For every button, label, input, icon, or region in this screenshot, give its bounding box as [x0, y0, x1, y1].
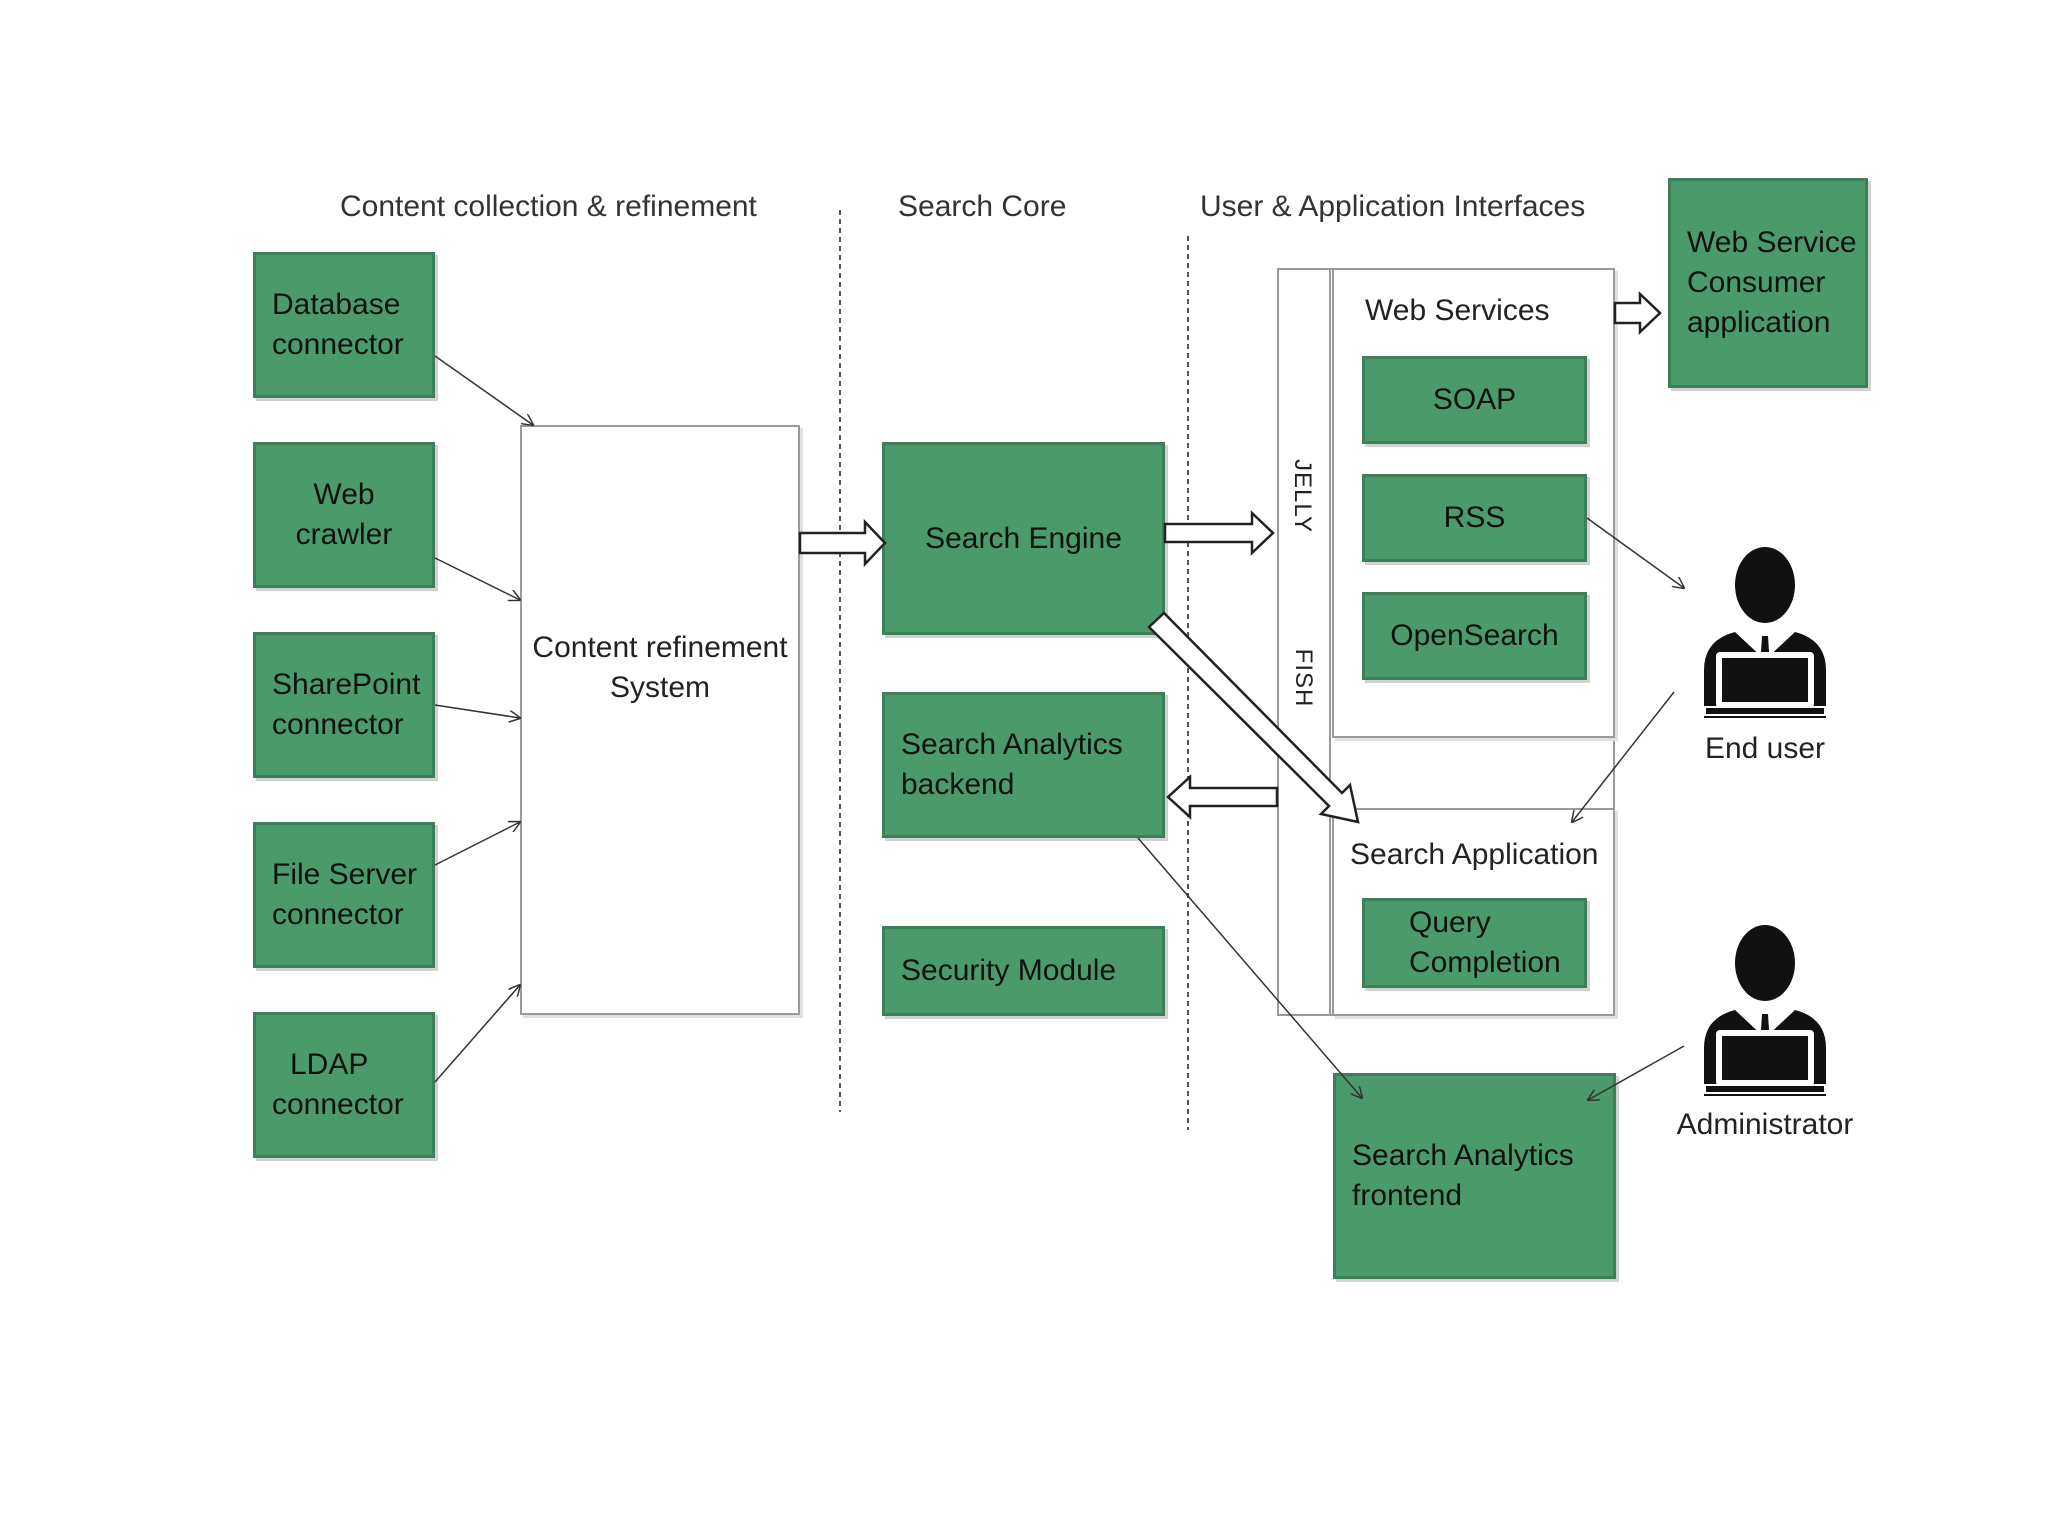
box-label: crawler: [295, 518, 393, 551]
section-label-content: Content collection & refinement: [340, 190, 757, 223]
box-label: Consumer: [1687, 266, 1826, 299]
box-label: Search Analytics: [1352, 1139, 1574, 1172]
box-label: connector: [272, 898, 404, 931]
box-label: Web Service: [1687, 226, 1857, 259]
web-services-title: Web Services: [1365, 294, 1550, 327]
box-label: OpenSearch: [1390, 619, 1559, 652]
arrow-ldap: [434, 985, 520, 1083]
administrator-label: Administrator: [1676, 1108, 1854, 1141]
search-analytics-backend-box: Search Analytics backend: [882, 692, 1165, 838]
box-label: frontend: [1352, 1179, 1463, 1212]
box-label: connector: [272, 1088, 404, 1121]
box-label: Search Analytics: [901, 728, 1123, 761]
box-label: Security Module: [901, 954, 1117, 987]
end-user-icon: [1700, 547, 1830, 718]
box-label: application: [1687, 306, 1831, 339]
sharepoint-connector-box: SharePoint connector: [253, 632, 435, 778]
box-label: Search Engine: [925, 521, 1122, 555]
box-label: System: [609, 671, 711, 704]
content-refinement-system-label: Content refinement System: [520, 628, 800, 708]
fish-label: FISH: [1290, 648, 1317, 708]
box-label: LDAP: [290, 1048, 369, 1081]
arrow-crawler: [434, 557, 520, 600]
arrow-services-to-consumer: [1613, 291, 1662, 335]
box-label: Query: [1409, 906, 1491, 939]
section-label-interfaces: User & Application Interfaces: [1200, 190, 1586, 223]
administrator-icon: [1700, 925, 1830, 1096]
arrow-refinement-to-engine: [798, 518, 887, 568]
box-label: Web: [313, 478, 375, 511]
search-analytics-frontend-box: Search Analytics frontend: [1333, 1073, 1616, 1279]
box-label: SharePoint: [272, 668, 421, 701]
box-label: File Server: [272, 858, 418, 891]
box-label: connector: [272, 708, 404, 741]
end-user-label: End user: [1704, 732, 1826, 765]
box-label: connector: [272, 328, 404, 361]
box-label: Database: [272, 288, 401, 321]
database-connector-box: Database connector: [253, 252, 435, 398]
file-server-connector-box: File Server connector: [253, 822, 435, 968]
arrow-engine-to-services: [1163, 510, 1275, 556]
security-module-box: Security Module: [882, 926, 1165, 1016]
box-label: RSS: [1443, 501, 1506, 534]
arrow-fileserver: [434, 822, 520, 866]
box-label: Completion: [1409, 946, 1561, 979]
box-label: SOAP: [1432, 383, 1517, 416]
web-crawler-box: Web crawler: [253, 442, 435, 588]
query-completion-box: Query Completion: [1362, 898, 1587, 988]
jelly-label: JELLY: [1289, 459, 1316, 533]
content-refinement-system-box: [520, 425, 800, 1015]
arrow-database: [434, 355, 533, 425]
ldap-connector-box: LDAP connector: [253, 1012, 435, 1158]
search-engine-box: Search Engine: [882, 442, 1165, 635]
opensearch-box: OpenSearch: [1362, 592, 1587, 680]
arrow-sharepoint: [434, 704, 520, 718]
box-label: Content refinement: [532, 631, 788, 664]
rss-box: RSS: [1362, 474, 1587, 562]
search-application-title: Search Application: [1350, 838, 1599, 871]
web-service-consumer-box: Web Service Consumer application: [1668, 178, 1868, 388]
box-label: backend: [901, 768, 1015, 801]
soap-box: SOAP: [1362, 356, 1587, 444]
arrow-to-analytics-backend: [1166, 774, 1279, 820]
section-label-core: Search Core: [898, 190, 1067, 223]
